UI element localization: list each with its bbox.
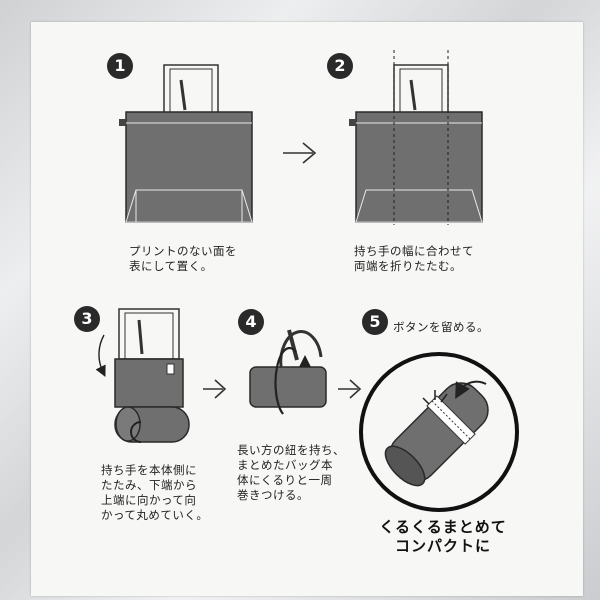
arrow-right-icon	[283, 142, 317, 164]
instruction-card: 1 2 3 4 5 プリントのない面を 表にして置く。 持ち手の幅に合わせて 両…	[31, 22, 583, 596]
step1-number-badge: 1	[107, 53, 133, 79]
step3-roll-illustration	[95, 308, 190, 443]
step1-caption: プリントのない面を 表にして置く。	[129, 244, 237, 273]
step3-number-badge: 3	[74, 306, 100, 332]
step2-bag-illustration	[349, 50, 483, 225]
illustrations	[95, 50, 519, 512]
curved-arrow-icon	[95, 334, 106, 378]
step5-number-badge: 5	[362, 309, 388, 335]
step4-caption: 長い方の紐を持ち、 まとめたバッグ本 体にくるりと一周 巻きつける。	[237, 443, 345, 502]
strap-icon	[179, 79, 187, 111]
roll-arrow-icon	[130, 421, 142, 443]
step4-wrap-illustration	[249, 329, 327, 415]
sparkle-icon	[422, 390, 448, 405]
wrap-arrow-icon	[274, 346, 297, 415]
tagline: くるくるまとめて コンパクトに	[379, 518, 507, 555]
button-arrow-icon	[455, 380, 487, 400]
step2-number-badge: 2	[327, 53, 353, 79]
step4-number-badge: 4	[238, 309, 264, 335]
step5-caption: ボタンを留める。	[393, 320, 489, 334]
arrow-right-icon	[203, 379, 227, 399]
step2-caption: 持ち手の幅に合わせて 両端を折りたたむ。	[354, 244, 474, 273]
step1-bag-illustration	[119, 64, 253, 223]
arrow-right-icon	[338, 379, 362, 399]
step5-finished-illustration	[359, 352, 519, 512]
step3-caption: 持ち手を本体側に たたみ、下端から 上端に向かって向 かって丸めていく。	[101, 463, 209, 522]
